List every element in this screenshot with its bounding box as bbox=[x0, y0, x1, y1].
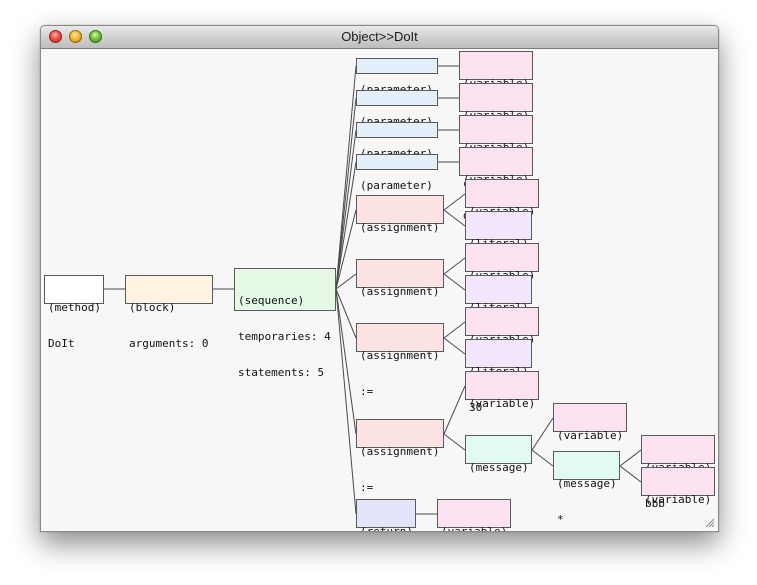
tree-edges bbox=[104, 65, 642, 515]
variable-node[interactable]: (variable) aaa bbox=[465, 179, 539, 254]
method-node[interactable]: (method) DoIt bbox=[44, 275, 104, 350]
temporaries-label: temporaries: 4 bbox=[238, 330, 331, 343]
parameter-node[interactable]: (parameter) bbox=[356, 154, 438, 192]
node-kind-label: (variable) bbox=[469, 397, 536, 410]
node-value-label: DoIt bbox=[48, 337, 75, 350]
message-node[interactable]: (message) + bbox=[465, 435, 532, 510]
node-value-label: ccc bbox=[645, 530, 711, 532]
node-kind-label: (block) bbox=[129, 301, 176, 314]
node-kind-label: (sequence) bbox=[238, 294, 305, 307]
parameter-node[interactable]: (parameter) bbox=[356, 122, 438, 160]
literal-node[interactable]: (literal) 10 bbox=[465, 211, 532, 286]
node-value-label: * bbox=[557, 513, 564, 526]
variable-node[interactable]: (variable) ddd bbox=[459, 147, 533, 222]
literal-node[interactable]: (literal) 30 bbox=[465, 339, 532, 414]
node-kind-label: (parameter) bbox=[360, 179, 433, 192]
node-kind-label: (assignment) bbox=[360, 285, 440, 298]
node-value-label: 30 bbox=[469, 401, 483, 414]
node-kind-label: (variable) bbox=[557, 429, 624, 442]
inspector-window: Object>>DoIt bbox=[40, 25, 719, 532]
node-kind-label: (variable) bbox=[441, 525, 508, 532]
variable-node[interactable]: (variable) ccc bbox=[459, 115, 533, 190]
variable-node[interactable]: (variable) aaa bbox=[553, 403, 627, 478]
variable-node[interactable]: (variable) ddd bbox=[465, 371, 539, 446]
zoom-button[interactable] bbox=[89, 30, 102, 43]
title-bar[interactable]: Object>>DoIt bbox=[41, 26, 718, 49]
node-kind-label: (message) bbox=[469, 461, 529, 474]
literal-node[interactable]: (literal) 20 bbox=[465, 275, 532, 350]
node-value-label: bbb bbox=[645, 497, 665, 510]
return-node[interactable]: (return) ^ bbox=[356, 499, 416, 531]
window-title: Object>>DoIt bbox=[341, 29, 418, 44]
node-value-label: := bbox=[360, 481, 374, 494]
variable-node[interactable]: (variable) ddd bbox=[437, 499, 511, 531]
resize-grip-icon[interactable] bbox=[705, 518, 715, 528]
variable-node[interactable]: (variable) ccc bbox=[641, 467, 715, 531]
assignment-node[interactable]: (assignment) := bbox=[356, 419, 444, 494]
node-kind-label: (variable) bbox=[645, 493, 712, 506]
variable-node[interactable]: (variable) bbb bbox=[641, 435, 715, 510]
assignment-node[interactable]: (assignment) := bbox=[356, 195, 444, 270]
node-kind-label: (assignment) bbox=[360, 221, 440, 234]
minimize-button[interactable] bbox=[69, 30, 82, 43]
assignment-node[interactable]: (assignment) := bbox=[356, 259, 444, 334]
node-kind-label: (return) bbox=[360, 525, 413, 532]
variable-node[interactable]: (variable) bbb bbox=[459, 83, 533, 158]
block-node[interactable]: (block) arguments: 0 bbox=[125, 275, 213, 350]
node-kind-label: (assignment) bbox=[360, 349, 440, 362]
node-kind-label: (message) bbox=[557, 477, 617, 490]
syntax-tree-canvas: (method) DoIt (block) arguments: 0 (sequ… bbox=[42, 49, 717, 531]
node-value-label: := bbox=[360, 385, 374, 398]
variable-node[interactable]: (variable) bbb bbox=[465, 243, 539, 318]
variable-node[interactable]: (variable) aaa bbox=[459, 51, 533, 126]
assignment-node[interactable]: (assignment) := bbox=[356, 323, 444, 398]
node-kind-label: (method) bbox=[48, 301, 101, 314]
close-button[interactable] bbox=[49, 30, 62, 43]
node-value-label: arguments: 0 bbox=[129, 337, 209, 350]
node-kind-label: (assignment) bbox=[360, 445, 440, 458]
variable-node[interactable]: (variable) ccc bbox=[465, 307, 539, 382]
parameter-node[interactable]: (parameter) bbox=[356, 58, 438, 96]
sequence-node[interactable]: (sequence) temporaries: 4 statements: 5 bbox=[234, 268, 336, 379]
parameter-node[interactable]: (parameter) bbox=[356, 90, 438, 128]
message-node[interactable]: (message) * bbox=[553, 451, 620, 526]
statements-label: statements: 5 bbox=[238, 366, 325, 379]
